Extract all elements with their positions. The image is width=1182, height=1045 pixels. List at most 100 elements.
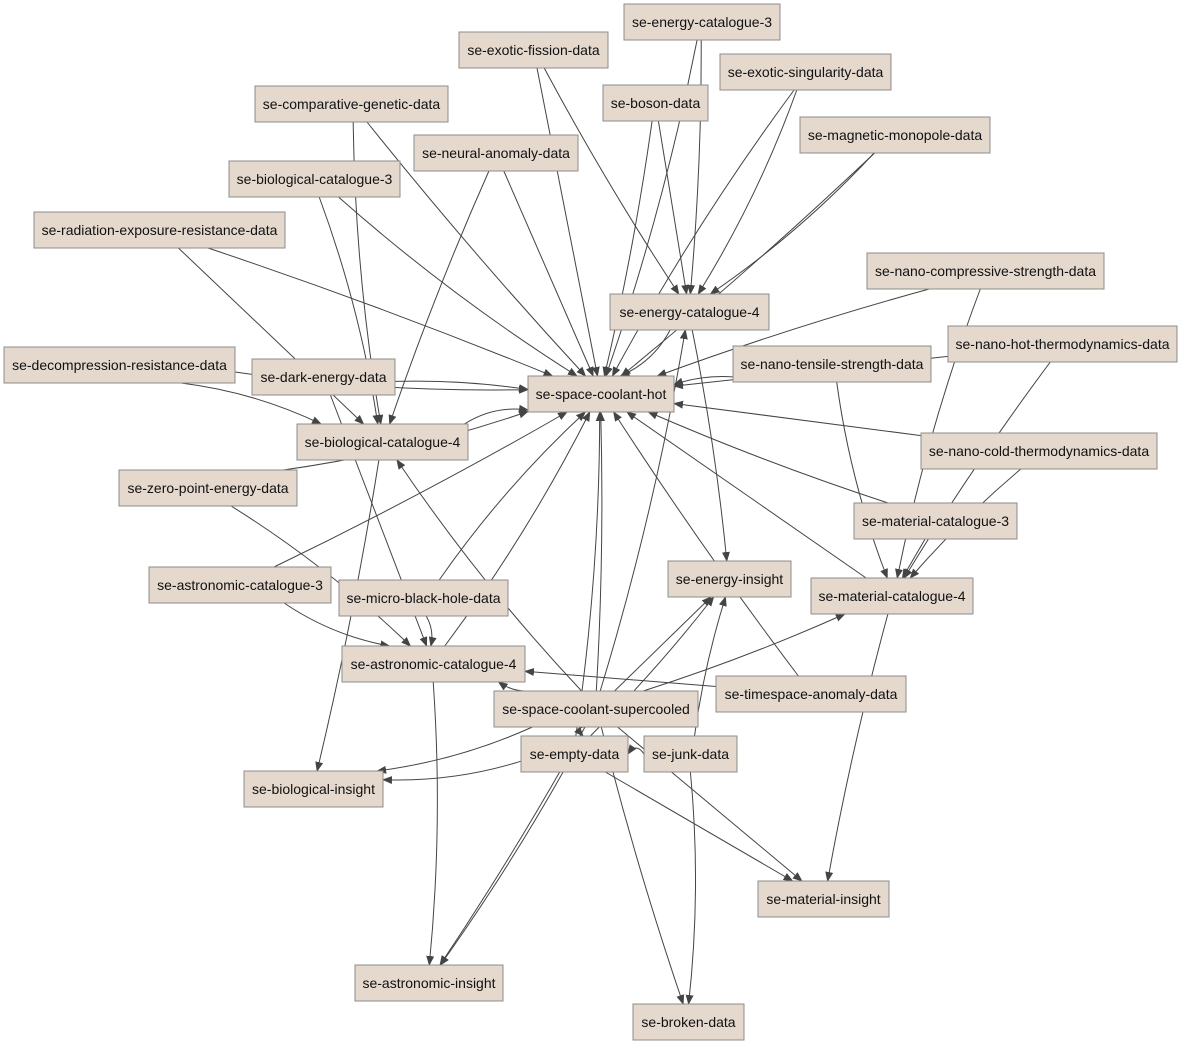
graph-node-nhtd[interactable]: se-nano-hot-thermodynamics-data [947,325,1178,363]
edge-super-to-mi [617,726,803,882]
graph-node-mmd[interactable]: se-magnetic-monopole-data [799,116,991,154]
node-label: se-boson-data [611,95,701,111]
graph-node-ec3[interactable]: se-energy-catalogue-3 [623,3,781,41]
edge-super-to-bi [376,726,533,774]
node-label: se-nano-hot-thermodynamics-data [956,336,1170,352]
node-label: se-space-coolant-hot [536,386,667,402]
node-box [602,84,709,122]
edge-nad-to-bc4 [388,170,490,425]
graph-node-ec4[interactable]: se-energy-catalogue-4 [609,293,770,331]
graph-node-broken[interactable]: se-broken-data [632,1003,745,1041]
graph-node-ac4[interactable]: se-astronomic-catalogue-4 [341,645,526,683]
node-label: se-material-insight [766,891,880,907]
graph-node-empty[interactable]: se-empty-data [520,735,629,773]
graph-node-ntsd[interactable]: se-nano-tensile-strength-data [732,345,932,383]
node-label: se-micro-black-hole-data [346,590,500,606]
node-label: se-decompression-resistance-data [12,357,227,373]
node-label: se-energy-catalogue-3 [632,14,772,30]
graph-node-ei[interactable]: se-energy-insight [667,560,792,598]
node-box [757,880,890,918]
edge-empty-to-mi [605,771,794,882]
node-box [296,423,469,461]
edge-mmd-to-ec4 [709,152,875,295]
graph-node-ded[interactable]: se-dark-energy-data [251,358,396,396]
graph-node-ai[interactable]: se-astronomic-insight [354,964,504,1002]
node-label: se-energy-catalogue-4 [619,304,759,320]
edge-super-to-ec4 [599,329,688,692]
node-box [354,964,504,1002]
node-label: se-exotic-singularity-data [728,64,884,80]
graph-node-mc4[interactable]: se-material-catalogue-4 [810,577,974,615]
edge-rerd-to-hot [207,247,554,377]
node-box [148,566,332,604]
node-label: se-exotic-fission-data [467,42,599,58]
edge-efd-to-hot [536,67,600,377]
node-label: se-dark-energy-data [260,369,386,385]
node-box [667,560,792,598]
graph-node-bc3[interactable]: se-biological-catalogue-3 [228,160,401,198]
graph-node-rerd[interactable]: se-radiation-exposure-resistance-data [33,211,286,249]
node-box [623,3,781,41]
node-box [715,675,907,713]
graph-node-bi[interactable]: se-biological-insight [243,770,384,808]
graph-node-boson[interactable]: se-boson-data [602,84,709,122]
edge-super-to-mc4 [643,613,846,692]
edge-super-to-ei [614,596,712,692]
graph-node-drd[interactable]: se-decompression-resistance-data [3,346,236,384]
graph-node-bc4[interactable]: se-biological-catalogue-4 [296,423,469,461]
node-box [520,735,629,773]
node-label: se-biological-insight [252,781,375,797]
edge-ac3-to-hot [273,411,568,568]
node-label: se-biological-catalogue-4 [305,434,461,450]
edge-boson-to-hot [602,120,653,377]
graph-node-super[interactable]: se-space-coolant-supercooled [493,690,699,728]
graph-node-ncsd[interactable]: se-nano-compressive-strength-data [866,252,1105,290]
edge-ac4-to-hot [444,411,591,647]
edge-super-to-bc4 [396,459,582,692]
node-box [609,293,770,331]
node-box [118,469,298,507]
node-layer: se-space-coolant-hot se-space-coolant-sup… [3,3,1178,1041]
graph-node-mi[interactable]: se-material-insight [757,880,890,918]
graph-node-zped[interactable]: se-zero-point-energy-data [118,469,298,507]
graph-node-cgd[interactable]: se-comparative-genetic-data [254,85,449,123]
node-box [920,432,1158,470]
node-label: se-nano-compressive-strength-data [875,263,1096,279]
node-label: se-nano-cold-thermodynamics-data [929,443,1149,459]
node-label: se-material-catalogue-4 [818,588,965,604]
graph-node-ac3[interactable]: se-astronomic-catalogue-3 [148,566,332,604]
node-box [341,645,526,683]
graph-node-mc3[interactable]: se-material-catalogue-3 [853,502,1018,540]
node-label: se-neural-anomaly-data [422,145,570,161]
edge-ded-to-hot [394,380,529,393]
node-label: se-empty-data [530,746,620,762]
graph-node-nctd[interactable]: se-nano-cold-thermodynamics-data [920,432,1158,470]
graph-node-nad[interactable]: se-neural-anomaly-data [413,134,579,172]
node-label: se-astronomic-catalogue-3 [157,577,323,593]
edge-nctd-to-hot [673,400,922,437]
graph-node-mbhd[interactable]: se-micro-black-hole-data [338,579,509,617]
node-box [719,53,892,91]
edge-bc3-to-hot [338,196,578,377]
node-label: se-astronomic-insight [362,975,495,991]
edge-mc3-to-hot [647,411,889,504]
node-label: se-material-catalogue-3 [862,513,1009,529]
node-label: se-comparative-genetic-data [263,96,441,112]
graph-node-efd[interactable]: se-exotic-fission-data [458,31,609,69]
node-label: se-biological-catalogue-3 [237,171,393,187]
edge-mmd-to-hot [620,152,875,377]
graph-node-junk[interactable]: se-junk-data [643,735,738,773]
graph-node-hot[interactable]: se-space-coolant-hot [527,375,675,413]
edge-drd-to-bc4 [180,382,322,425]
graph-node-tad[interactable]: se-timespace-anomaly-data [715,675,907,713]
edge-nad-to-hot [503,170,594,377]
edge-ac3-to-ac4 [283,602,391,649]
edge-ncsd-to-hot [656,288,930,377]
node-box [643,735,738,773]
edge-rerd-to-bc4 [178,247,365,425]
graph-node-esd[interactable]: se-exotic-singularity-data [719,53,892,91]
node-box [732,345,932,383]
node-box [947,325,1178,363]
node-box [228,160,401,198]
node-box [810,577,974,615]
